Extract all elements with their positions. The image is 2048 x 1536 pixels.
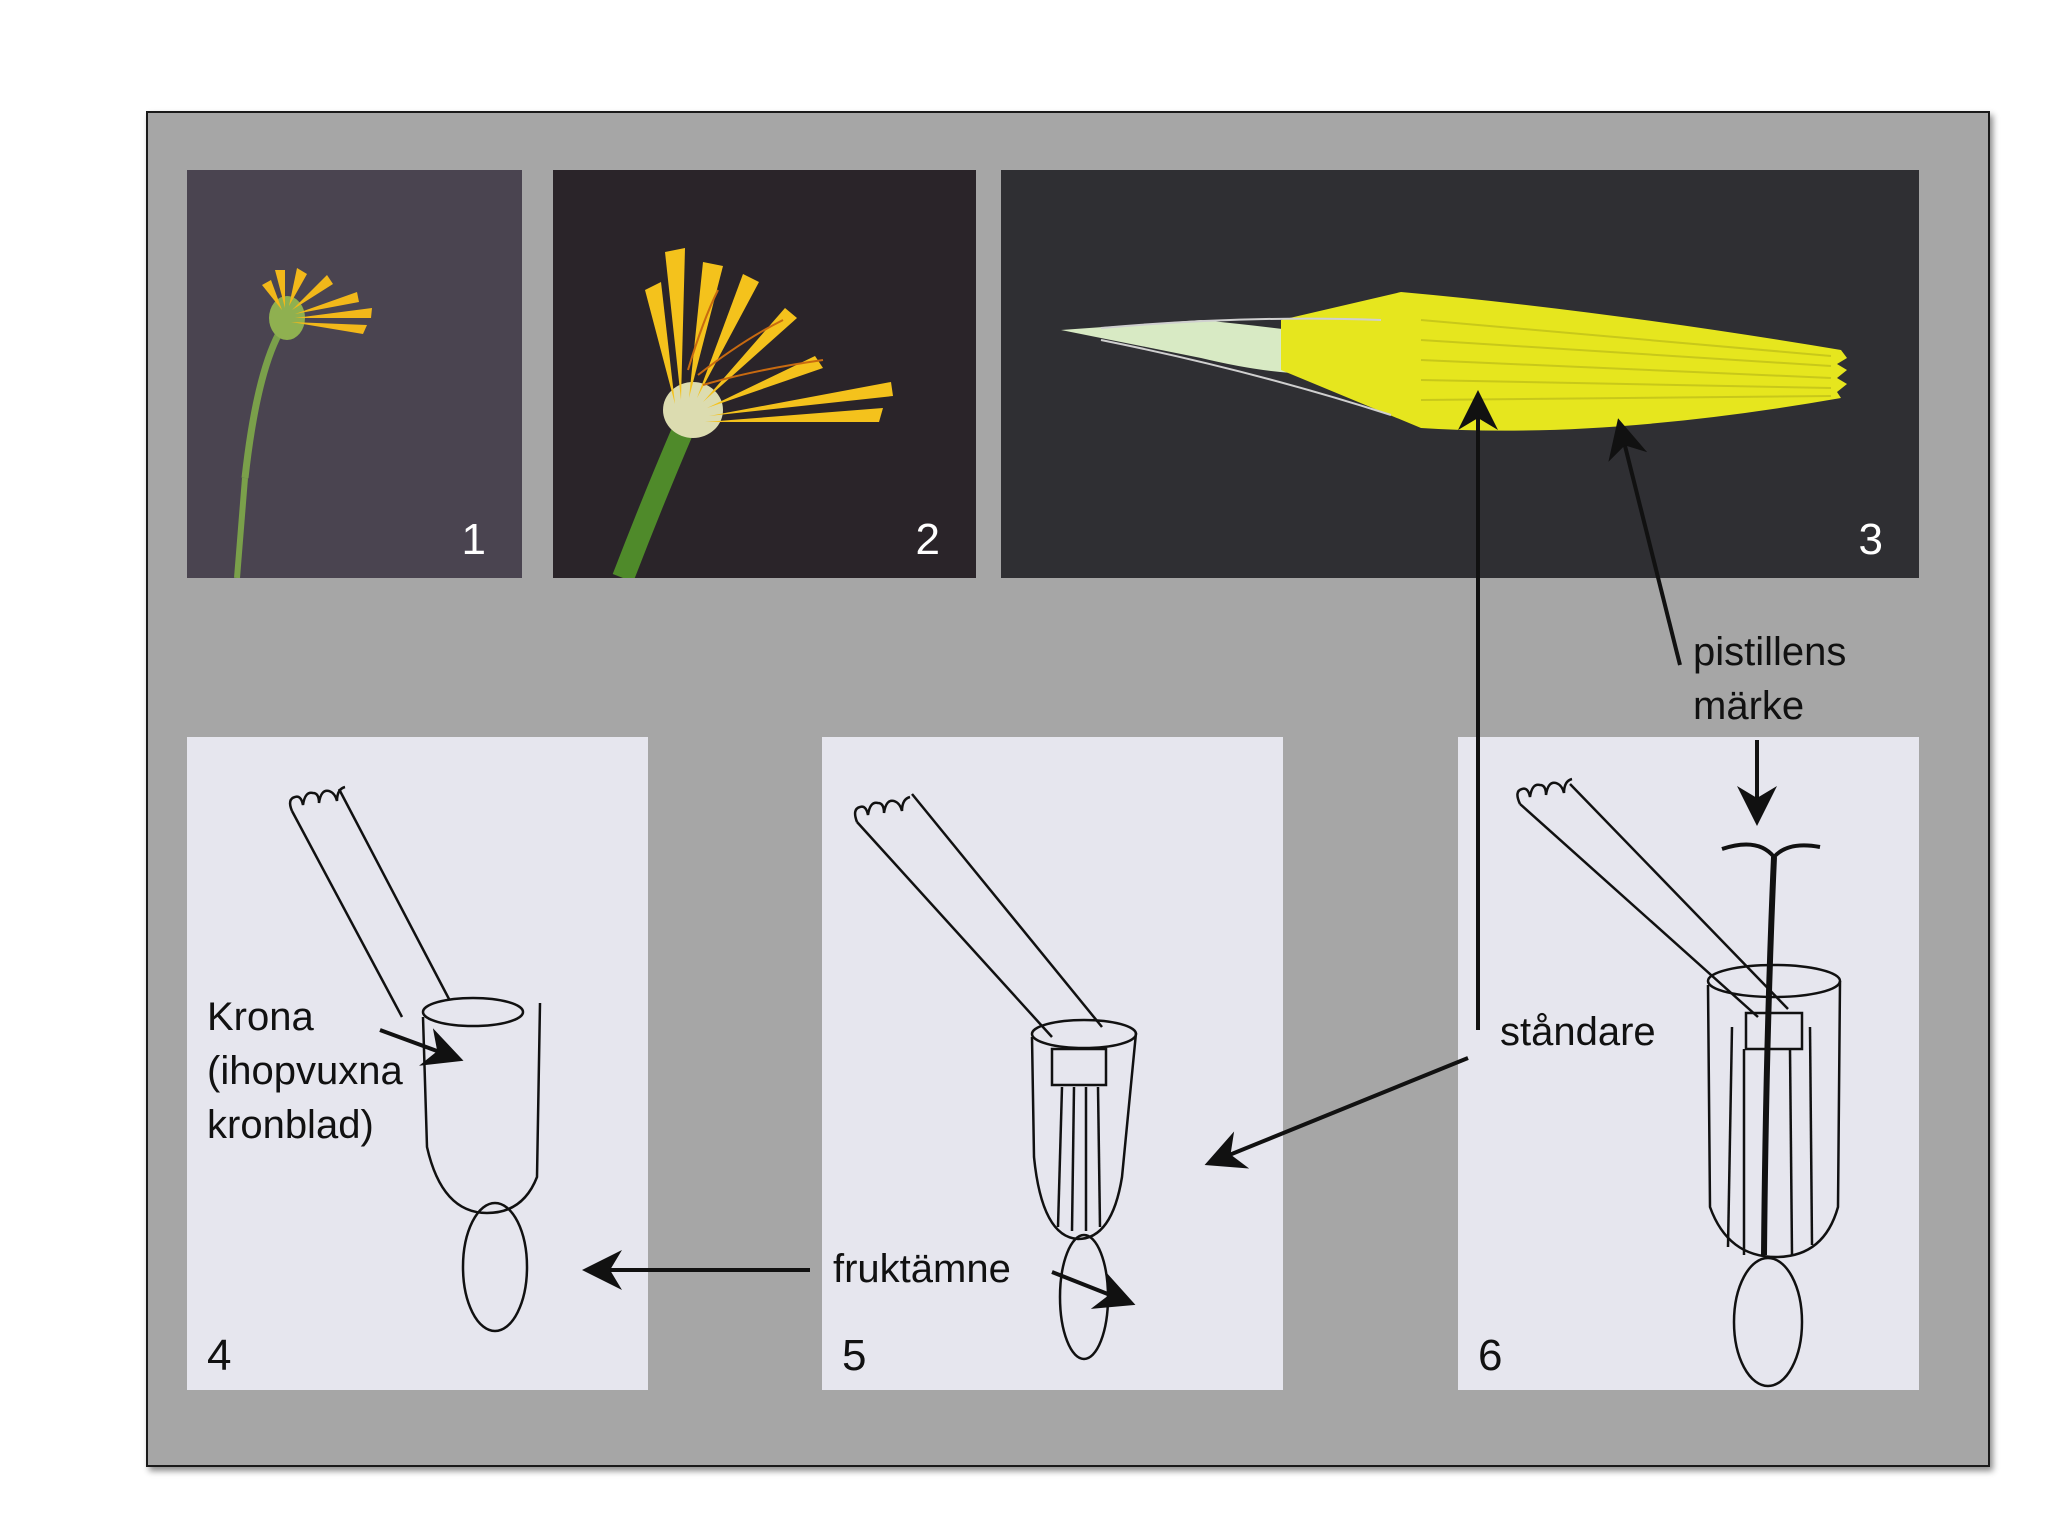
label-fruktamne: fruktämne xyxy=(833,1247,1011,1291)
pistil-sketch xyxy=(1516,777,1842,1388)
label-krona-line2: (ihopvuxna xyxy=(207,1049,403,1093)
photo-flower-side-view: 1 xyxy=(187,170,522,578)
drawing-floret-corolla: 4 xyxy=(187,737,648,1390)
label-krona-line3: kronblad) xyxy=(207,1103,374,1147)
flower-head-large-image xyxy=(612,248,893,578)
panel-number-1: 1 xyxy=(461,515,486,564)
photo-single-floret: 3 xyxy=(1001,170,1919,578)
label-pistill-line1: pistillens xyxy=(1693,630,1847,674)
label-krona-line1: Krona xyxy=(207,995,314,1039)
label-standare: ståndare xyxy=(1500,1010,1656,1054)
corolla-sketch xyxy=(288,785,542,1333)
flower-head-small-image xyxy=(234,268,372,578)
panel-number-2: 2 xyxy=(915,515,940,564)
panel-number-3: 3 xyxy=(1858,515,1883,564)
drawing-floret-pistil: 6 xyxy=(1458,737,1919,1390)
label-pistillens-marke: pistillens märke xyxy=(1693,625,1846,733)
label-pistill-line2: märke xyxy=(1693,684,1805,728)
panel-number-5: 5 xyxy=(842,1331,867,1380)
label-krona: Krona (ihopvuxna kronblad) xyxy=(207,990,403,1152)
photo-flower-cut-open: 2 xyxy=(553,170,976,578)
floret-image xyxy=(1061,292,1847,431)
panel-number-6: 6 xyxy=(1478,1331,1503,1380)
panel-number-4: 4 xyxy=(207,1331,232,1380)
